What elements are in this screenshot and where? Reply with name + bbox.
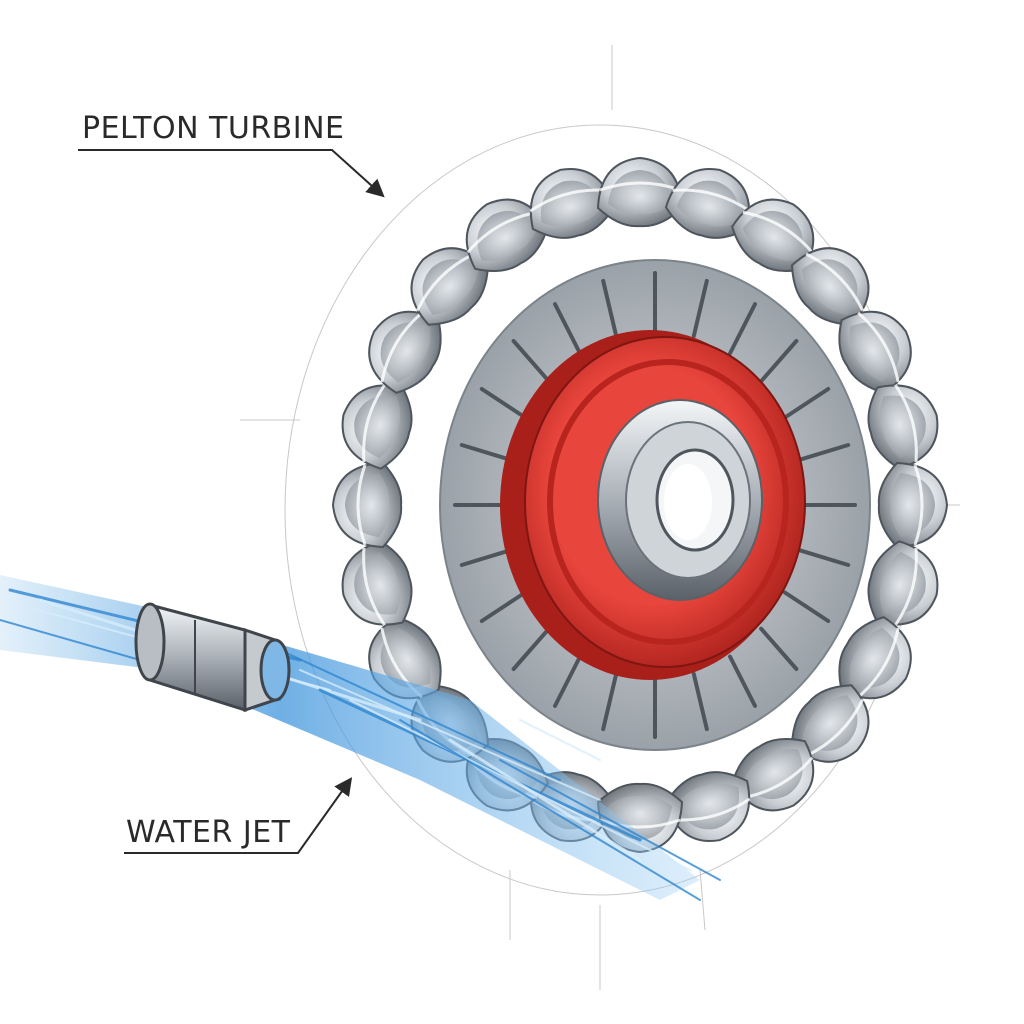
bucket — [664, 167, 751, 239]
disc-slot — [759, 626, 799, 671]
disc-slot — [479, 590, 528, 623]
buckets-front-row — [596, 156, 949, 854]
disc-slot — [782, 590, 831, 623]
bucket — [368, 310, 442, 394]
disc-slot — [511, 626, 551, 671]
disc-slot — [759, 339, 799, 384]
disc-slot — [728, 654, 757, 708]
bucket — [838, 310, 912, 394]
disc-slot — [479, 387, 528, 420]
jet-leader-line — [124, 777, 353, 854]
jet-streak — [299, 669, 601, 801]
bucket — [731, 198, 815, 273]
bucket — [331, 461, 403, 549]
disc-slot — [553, 654, 582, 708]
bucket — [465, 198, 549, 273]
hub-assembly — [500, 330, 806, 680]
bucket — [596, 156, 684, 228]
bucket — [867, 383, 939, 470]
shaft-bore-shadow — [664, 464, 712, 540]
disc-slot — [459, 443, 513, 462]
turbine-leader-line — [78, 149, 385, 198]
disc-slot — [728, 302, 757, 356]
disc-slot — [691, 278, 709, 338]
disc-slot — [797, 548, 851, 567]
turbine-runner — [331, 156, 949, 854]
disc-slot — [601, 278, 619, 338]
disc-slot — [782, 387, 831, 420]
turbine-label: PELTON TURBINE — [82, 111, 345, 146]
jet-label-group: WATER JET — [124, 777, 353, 854]
jet-label: WATER JET — [126, 815, 291, 850]
nozzle — [134, 602, 291, 713]
disc-slot — [511, 339, 551, 384]
red-flange-ring — [547, 359, 789, 645]
jet-streak — [519, 719, 601, 761]
disc-slot — [691, 672, 709, 732]
bucket — [529, 167, 616, 239]
disc-slot — [797, 443, 851, 462]
bucket — [877, 461, 949, 549]
disc-slots — [453, 271, 857, 739]
disc-slot — [553, 302, 582, 356]
turbine-label-group: PELTON TURBINE — [78, 111, 385, 198]
jet-streak — [499, 759, 721, 881]
jet-streak — [448, 738, 642, 862]
disc-slot — [601, 672, 619, 732]
bucket — [838, 616, 912, 700]
bucket — [790, 247, 870, 326]
disc-slot — [459, 548, 513, 567]
jet-streak — [279, 649, 561, 781]
jet-streak — [399, 719, 701, 901]
bucket — [410, 247, 490, 326]
